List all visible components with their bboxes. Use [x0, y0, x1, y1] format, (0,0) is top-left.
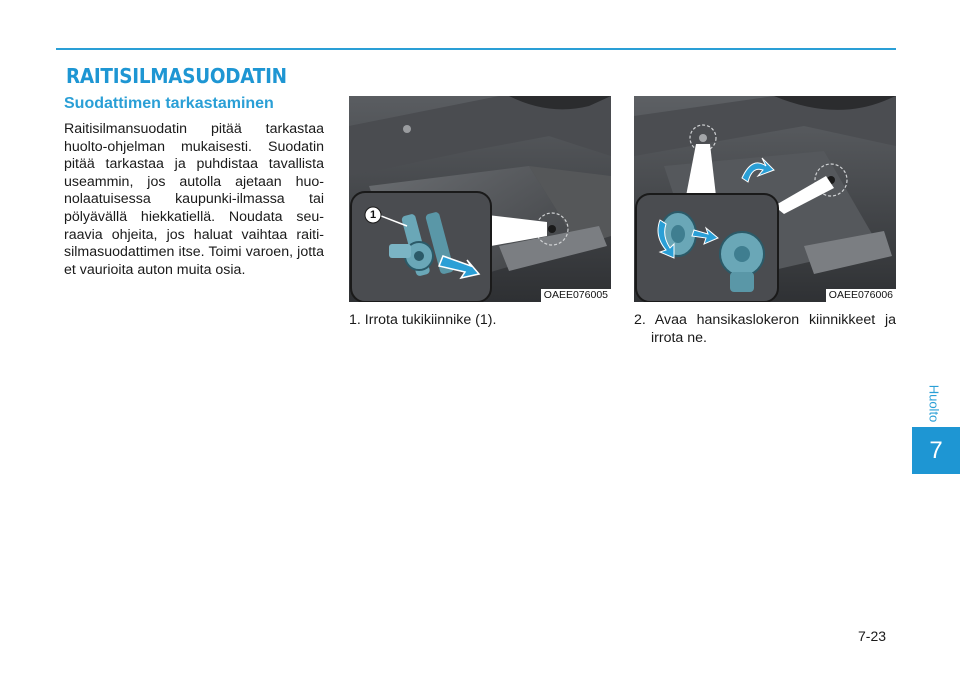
- figure-caption: 2. Avaa hansikaslokeron kiinnikkeet ja i…: [634, 312, 896, 346]
- chapter-number-tab: 7: [912, 427, 960, 474]
- callout-label: 1: [369, 209, 377, 221]
- body-paragraph: Raitisilmansuodatin pitää tarkastaa huol…: [64, 121, 324, 278]
- subsection-title: Suodattimen tarkastaminen: [64, 95, 274, 112]
- chapter-side-label: Huolto: [924, 380, 944, 426]
- chapter-label-text: Huolto: [926, 384, 942, 422]
- page-number: 7-23: [858, 628, 887, 644]
- header-rule: [56, 48, 896, 50]
- figure-support-bracket: 1 OAEE076005: [349, 96, 611, 302]
- support-bracket-illustration: [349, 96, 611, 302]
- figure-code: OAEE076005: [540, 289, 611, 302]
- figure-glovebox-fasteners: OAEE076006: [634, 96, 896, 302]
- section-title: RAITISILMASUODATIN: [66, 64, 287, 88]
- glovebox-fastener-illustration: [634, 96, 896, 302]
- figure-caption: 1. Irrota tukikiinnike (1).: [349, 312, 497, 328]
- figure-code: OAEE076006: [825, 289, 896, 302]
